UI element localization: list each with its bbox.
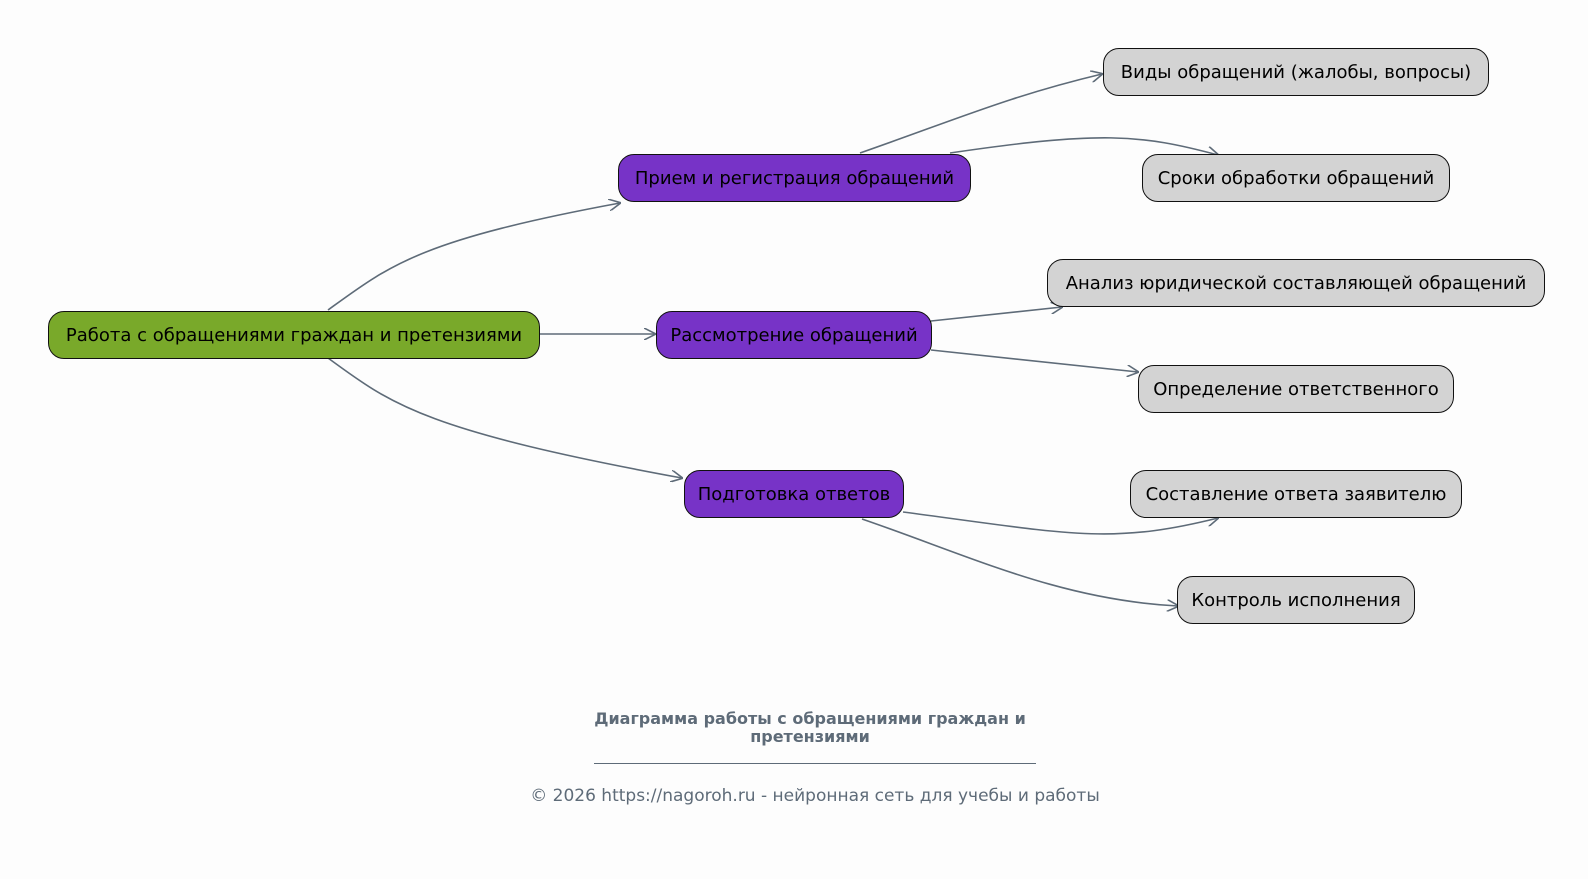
edge-intake-to-types <box>859 74 1102 154</box>
edge-review-to-responsible <box>930 349 1138 372</box>
caption-divider <box>594 763 1036 764</box>
edge-root-to-intake <box>327 203 620 311</box>
edge-review-to-legal <box>930 307 1062 322</box>
leaf-node-label: Виды обращений (жалобы, вопросы) <box>1120 61 1472 83</box>
root-node-label: Работа с обращениями граждан и претензия… <box>65 324 523 346</box>
leaf-node-deadlines: Сроки обработки обращений <box>1142 154 1450 202</box>
edge-intake-to-deadlines <box>949 137 1218 155</box>
leaf-node-control: Контроль исполнения <box>1177 576 1415 624</box>
branch-node-label: Подготовка ответов <box>697 483 891 505</box>
leaf-node-compose-reply: Составление ответа заявителю <box>1130 470 1462 518</box>
branch-node-intake: Прием и регистрация обращений <box>618 154 971 202</box>
edge-replies-to-compose <box>902 511 1218 535</box>
leaf-node-legal-analysis: Анализ юридической составляющей обращени… <box>1047 259 1545 307</box>
edge-root-to-replies <box>327 357 682 478</box>
leaf-node-label: Определение ответственного <box>1153 378 1439 400</box>
leaf-node-label: Сроки обработки обращений <box>1157 167 1435 189</box>
branch-node-label: Прием и регистрация обращений <box>634 167 955 189</box>
leaf-node-label: Контроль исполнения <box>1191 589 1401 611</box>
leaf-node-label: Анализ юридической составляющей обращени… <box>1065 272 1527 294</box>
branch-node-label: Рассмотрение обращений <box>670 324 918 346</box>
diagram-caption: Диаграмма работы с обращениями граждан и… <box>594 709 1026 746</box>
root-node: Работа с обращениями граждан и претензия… <box>48 311 540 359</box>
leaf-node-label: Составление ответа заявителю <box>1145 483 1447 505</box>
leaf-node-responsible: Определение ответственного <box>1138 365 1454 413</box>
copyright-text: © 2026 https://nagoroh.ru - нейронная се… <box>530 786 1100 806</box>
edge-replies-to-control <box>861 518 1178 606</box>
branch-node-replies: Подготовка ответов <box>684 470 904 518</box>
leaf-node-types: Виды обращений (жалобы, вопросы) <box>1103 48 1489 96</box>
branch-node-review: Рассмотрение обращений <box>656 311 932 359</box>
